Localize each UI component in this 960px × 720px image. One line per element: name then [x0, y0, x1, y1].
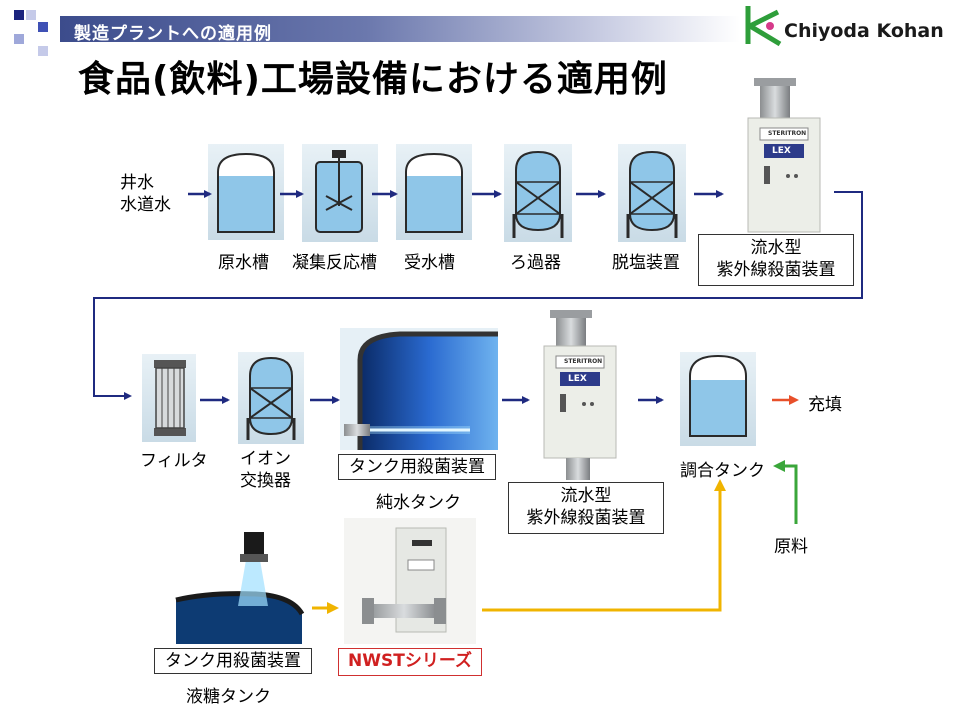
uv-label-line1: 流水型	[750, 238, 802, 258]
ion-exchanger-line2: 交換器	[240, 471, 291, 491]
tank-sterilizer-label-box: タンク用殺菌装置	[338, 454, 496, 480]
deco-square	[14, 10, 24, 20]
company-name: Chiyoda Kohan	[784, 20, 944, 42]
device-model: LEX	[568, 374, 587, 384]
device-brand: STERITRON	[564, 358, 603, 365]
coagulation-tank-icon	[302, 144, 378, 242]
section-title: 製造プラントへの適用例	[74, 24, 272, 44]
pure-water-tank-photo	[340, 328, 498, 450]
raw-water-tank-label: 原水槽	[218, 253, 269, 273]
deco-square	[14, 34, 24, 44]
receiving-tank-label: 受水槽	[404, 253, 455, 273]
blend-tank-label: 調合タンク	[680, 461, 765, 481]
filter-vessel-icon	[504, 144, 572, 242]
page-title: 食品(飲料)工場設備における適用例	[78, 59, 668, 100]
device-model: LEX	[772, 146, 791, 156]
filter-unit-label: ろ過器	[510, 253, 561, 273]
uv-sterilizer-label-box: 流水型 紫外線殺菌装置	[508, 482, 664, 534]
uv-label-line2: 紫外線殺菌装置	[716, 260, 836, 280]
uv-sterilizer-label-box: 流水型 紫外線殺菌装置	[698, 234, 854, 286]
ion-exchanger-line1: イオン	[240, 449, 291, 469]
coagulation-tank-label: 凝集反応槽	[292, 253, 377, 273]
syrup-tank-label: 液糖タンク	[186, 687, 271, 707]
ion-exchanger-label: イオン 交換器	[240, 448, 291, 492]
deco-square	[38, 22, 48, 32]
source-line2: 水道水	[120, 195, 171, 215]
pure-water-tank-label: 純水タンク	[376, 493, 461, 513]
nwst-series-label-box: NWSTシリーズ	[338, 648, 482, 676]
desalination-label: 脱塩装置	[612, 253, 680, 273]
syrup-tank-photo	[166, 530, 306, 644]
uv-label-line1: 流水型	[560, 486, 612, 506]
receiving-tank-icon	[396, 144, 472, 240]
tank-sterilizer-label-box: タンク用殺菌装置	[154, 648, 312, 674]
uv-sterilizer-device-icon	[543, 310, 617, 480]
source-label: 井水 水道水	[120, 172, 171, 216]
desalination-vessel-icon	[618, 144, 686, 242]
uv-sterilizer-device-icon	[747, 78, 821, 233]
deco-square	[26, 10, 36, 20]
raw-water-tank-icon	[208, 144, 284, 240]
blend-tank-icon	[680, 352, 756, 446]
filling-label: 充填	[808, 395, 842, 415]
deco-square	[38, 46, 48, 56]
source-line1: 井水	[120, 173, 154, 193]
raw-material-label: 原料	[774, 537, 808, 557]
nwst-series-device-icon	[344, 518, 476, 644]
filter-label: フィルタ	[140, 451, 208, 471]
company-logo-icon	[745, 6, 782, 47]
ion-exchanger-icon	[238, 352, 304, 444]
header-band	[60, 16, 740, 42]
uv-label-line2: 紫外線殺菌装置	[526, 508, 646, 528]
cartridge-filter-icon	[142, 354, 196, 442]
device-brand: STERITRON	[768, 130, 807, 137]
